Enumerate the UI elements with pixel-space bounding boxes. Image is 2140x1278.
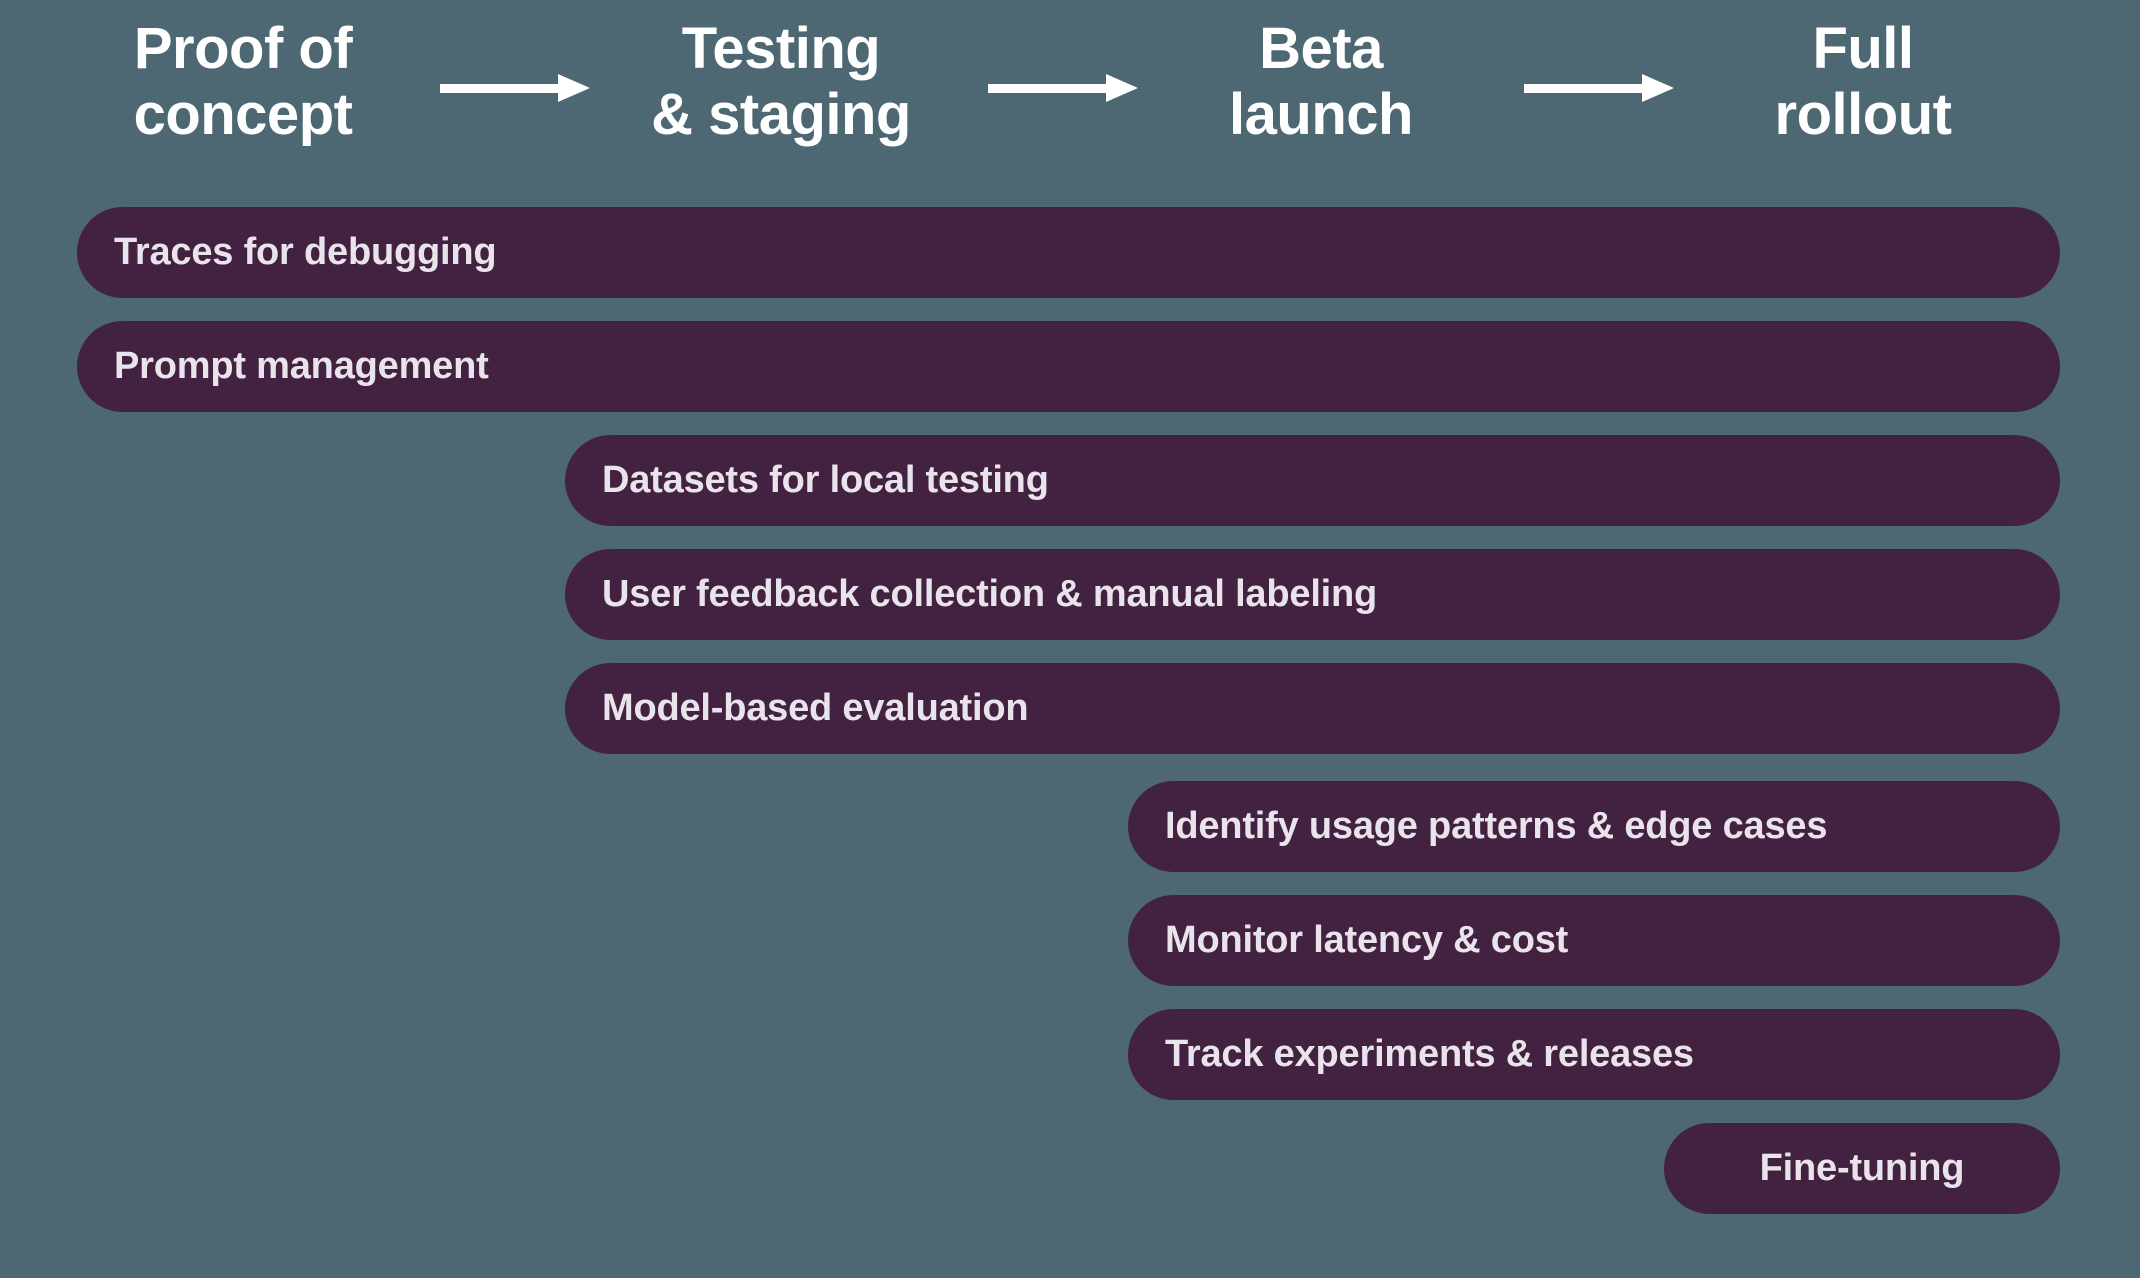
arrow-beta-to-rollout-icon	[1524, 74, 1674, 102]
stage-label-2: Beta launch	[1229, 16, 1413, 147]
capability-pill-label: User feedback collection & manual labeli…	[602, 573, 1378, 615]
stage-label-3: Full rollout	[1774, 16, 1952, 147]
capability-pill-label: Monitor latency & cost	[1165, 919, 1569, 961]
capability-pill-label: Track experiments & releases	[1165, 1033, 1694, 1075]
capability-pill-label: Identify usage patterns & edge cases	[1165, 805, 1828, 847]
capability-pill-label: Prompt management	[114, 345, 489, 387]
capability-pill[interactable]: User feedback collection & manual labeli…	[565, 549, 2060, 640]
arrow-shaft	[1524, 84, 1642, 93]
capability-pill-label: Model-based evaluation	[602, 687, 1029, 729]
arrow-poc-to-testing-icon	[440, 74, 590, 102]
capability-pill-label: Datasets for local testing	[602, 459, 1049, 501]
capability-pill[interactable]: Model-based evaluation	[565, 663, 2060, 754]
capability-pill[interactable]: Traces for debugging	[77, 207, 2060, 298]
arrow-testing-to-beta-icon	[988, 74, 1138, 102]
capability-pill-label: Fine-tuning	[1759, 1147, 1965, 1189]
capability-pill[interactable]: Track experiments & releases	[1128, 1009, 2060, 1100]
capability-pill[interactable]: Monitor latency & cost	[1128, 895, 2060, 986]
stage-label-0: Proof of concept	[133, 16, 353, 147]
arrow-shaft	[988, 84, 1106, 93]
capability-pill[interactable]: Datasets for local testing	[565, 435, 2060, 526]
capability-pill[interactable]: Prompt management	[77, 321, 2060, 412]
stage-header-row: Proof of concept Testing & staging Beta la…	[0, 0, 2140, 175]
capability-pill[interactable]: Fine-tuning	[1664, 1123, 2060, 1214]
capability-pill[interactable]: Identify usage patterns & edge cases	[1128, 781, 2060, 872]
arrow-head	[1106, 74, 1138, 102]
capability-pill-label: Traces for debugging	[114, 231, 497, 273]
arrow-shaft	[440, 84, 558, 93]
arrow-head	[1642, 74, 1674, 102]
arrow-head	[558, 74, 590, 102]
stage-label-1: Testing & staging	[651, 16, 911, 147]
